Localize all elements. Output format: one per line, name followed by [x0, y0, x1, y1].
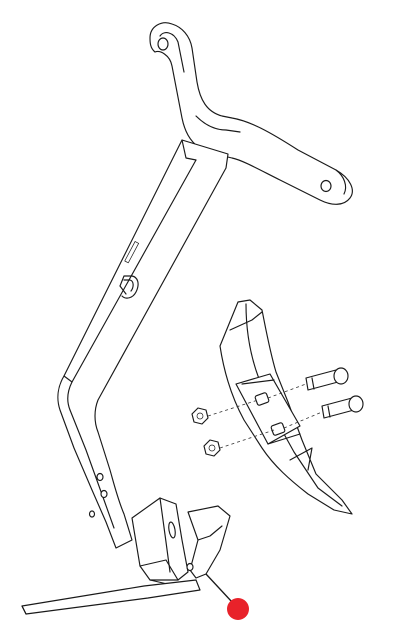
callout — [205, 573, 249, 620]
wear-shin — [219, 299, 353, 515]
mounting-shank — [57, 22, 353, 549]
alignment-lines — [207, 383, 323, 449]
shin-hole — [254, 392, 270, 406]
shank-hole — [88, 510, 96, 518]
shank-hole — [96, 472, 104, 482]
blade — [21, 579, 201, 615]
hex-nut — [203, 439, 221, 457]
mounting-hole — [320, 179, 332, 193]
bracket-hole — [186, 562, 194, 572]
point-bracket — [131, 497, 231, 587]
bracket-slot — [168, 521, 176, 539]
shin-hole — [270, 422, 286, 436]
brand-logo — [124, 241, 140, 264]
carriage-bolt — [305, 367, 349, 391]
carriage-bolt — [321, 395, 364, 419]
callout-leader-line — [205, 573, 233, 603]
mounting-hole — [157, 37, 169, 51]
hex-nut — [191, 407, 209, 425]
logo-mark-icon — [119, 275, 139, 299]
shank-hole — [100, 489, 108, 499]
callout-marker — [227, 598, 249, 620]
